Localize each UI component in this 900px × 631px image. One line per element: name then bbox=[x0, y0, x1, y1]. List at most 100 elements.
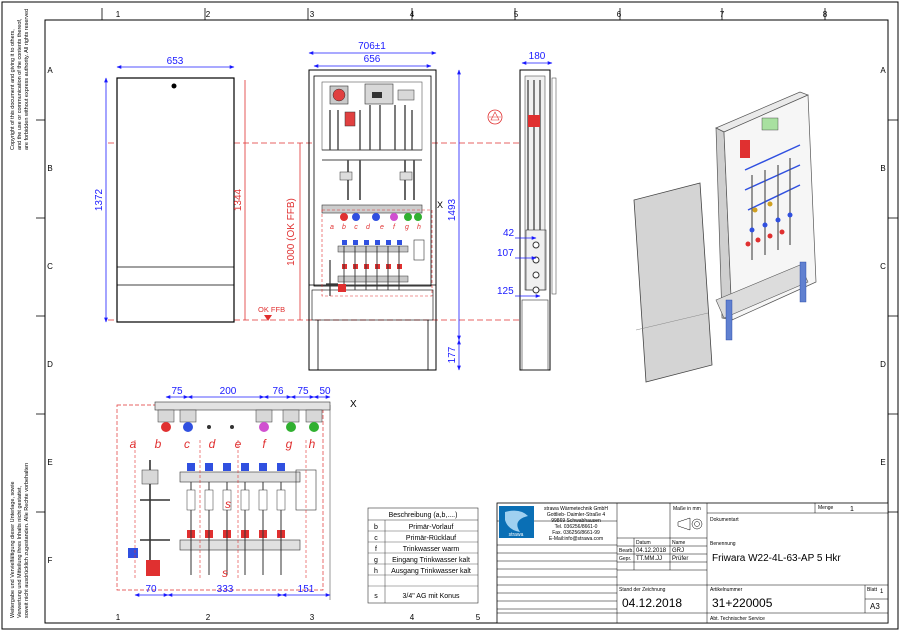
dim-detail-333: 333 bbox=[217, 584, 234, 595]
small-letter-d: d bbox=[366, 224, 371, 231]
detail-valve-h bbox=[305, 409, 323, 432]
datum-label: Datum bbox=[636, 540, 651, 546]
side-note-bottom-line-3: soweit nicht ausdrücklich zugestanden. A… bbox=[24, 463, 30, 618]
row-labels-right: A B C D E bbox=[880, 66, 886, 467]
small-letter-f: f bbox=[393, 224, 396, 231]
col-label-5: 5 bbox=[514, 10, 519, 19]
row-label-right-A: A bbox=[880, 66, 886, 75]
col-label-7: 7 bbox=[720, 10, 725, 19]
legend-key-h: h bbox=[374, 568, 378, 575]
dim-total-height: 1493 bbox=[447, 198, 458, 221]
dim-ffb-height: 1000 (OK FFB) bbox=[286, 198, 297, 266]
side-note-bottom-line-2: Verwertung und Mitteilung ihres Inhalts … bbox=[17, 485, 23, 618]
stand-value: 04.12.2018 bbox=[622, 596, 682, 610]
grid-ticks bbox=[36, 8, 898, 513]
legend-table: Beschreibung (a,b,....) b Primär-Vorlauf… bbox=[367, 507, 479, 604]
small-letter-a: a bbox=[330, 224, 334, 231]
col-label-4: 4 bbox=[410, 10, 415, 19]
side-note-top-line-2: and the use or communication of the cont… bbox=[17, 18, 23, 150]
company-line-2: Gottlieb- Daimler-Straße 4 bbox=[547, 512, 606, 518]
detail-letter-s-2: s bbox=[222, 566, 228, 580]
col-label-bottom-1: 1 bbox=[116, 613, 121, 622]
col-label-bottom-5: 5 bbox=[476, 613, 481, 622]
dim-open-inner-width: 656 bbox=[364, 54, 381, 65]
column-labels: 1 2 3 4 5 6 7 8 bbox=[116, 10, 828, 19]
gepr-label: Gepr. bbox=[619, 556, 631, 562]
legend-title: Beschreibung (a,b,....) bbox=[389, 512, 458, 519]
dim-detail-151: 151 bbox=[298, 584, 315, 595]
menge-label: Menge bbox=[818, 505, 834, 511]
small-letter-c: c bbox=[354, 224, 358, 231]
company-line-3: 99869 Schwabhausen bbox=[551, 518, 601, 524]
bearb-name: GRJ bbox=[672, 548, 684, 554]
stand-label: Stand der Zeichnung bbox=[619, 587, 666, 593]
warning-symbol-icon bbox=[487, 109, 503, 125]
legend-text-h: Ausgang Trinkwasser kalt bbox=[391, 568, 471, 575]
row-label-right-B: B bbox=[880, 164, 885, 173]
artikel-value: 31+220005 bbox=[712, 596, 773, 610]
bearb-label: Bearb. bbox=[619, 548, 634, 554]
small-letter-g: g bbox=[405, 224, 409, 231]
title-block: strawa strawa Wärmetechnik GmbH Gottlieb… bbox=[496, 502, 889, 624]
company-line-4: Tel. 036256/8661-0 bbox=[555, 524, 598, 530]
dim-front-width: 653 bbox=[167, 56, 184, 67]
side-note-top: Copyright of this document and giving it… bbox=[10, 9, 30, 150]
legend-key-b: b bbox=[374, 524, 378, 531]
dim-inner-height: 1344 bbox=[233, 188, 244, 211]
company-line-6: E-Mail:info@strawa.com bbox=[549, 536, 603, 542]
dim-detail-50: 50 bbox=[319, 386, 331, 397]
row-label-right-C: C bbox=[880, 262, 886, 271]
detail-valve-f bbox=[255, 409, 273, 432]
legend-text-c: Primär-Rücklauf bbox=[406, 535, 456, 542]
dim-feet: 177 bbox=[447, 346, 458, 363]
dokumentart-label: Dokumentart bbox=[710, 517, 739, 523]
row-label-right-D: D bbox=[880, 360, 886, 369]
dim-detail-200: 200 bbox=[220, 386, 237, 397]
benennung-label: Benennung bbox=[710, 541, 736, 547]
open-cabinet-view bbox=[308, 69, 437, 371]
detail-letter-e: e bbox=[235, 437, 242, 451]
dim-depth: 180 bbox=[529, 51, 546, 62]
dim-107: 107 bbox=[497, 248, 514, 259]
row-label-right-E: E bbox=[880, 458, 885, 467]
legend-text-s: 3/4" AG mit Konus bbox=[403, 593, 460, 600]
col-label-6: 6 bbox=[617, 10, 622, 19]
col-label-bottom-3: 3 bbox=[310, 613, 315, 622]
legend-key-f: f bbox=[375, 546, 377, 553]
legend-key-s: s bbox=[374, 593, 378, 600]
detail-letter-c: c bbox=[184, 437, 190, 451]
dim-detail-75b: 75 bbox=[297, 386, 309, 397]
side-note-top-line-1: Copyright of this document and giving it… bbox=[10, 29, 16, 150]
col-label-2: 2 bbox=[206, 10, 211, 19]
open-view-letters: a b c d e f g h bbox=[330, 224, 421, 231]
artikel-label: Artikelnummer bbox=[710, 587, 743, 593]
row-label-D: D bbox=[47, 360, 53, 369]
small-letter-e: e bbox=[380, 224, 384, 231]
blatt-label: Blatt bbox=[867, 587, 878, 593]
detail-letter-s-1: s bbox=[225, 497, 231, 511]
detail-letter-g: g bbox=[286, 437, 293, 451]
detail-valve-c bbox=[179, 409, 197, 432]
legend-text-b: Primär-Vorlauf bbox=[409, 524, 454, 531]
column-labels-bottom: 1 2 3 4 5 bbox=[116, 613, 481, 622]
row-label-C: C bbox=[47, 262, 53, 271]
detail-valve-b bbox=[157, 409, 175, 432]
detail-letters: a b c d e f g h s s bbox=[130, 437, 316, 580]
strawa-logo-text: strawa bbox=[509, 532, 524, 538]
open-view-x-mark: X bbox=[437, 200, 443, 210]
legend-key-c: c bbox=[374, 535, 378, 542]
small-letter-h: h bbox=[417, 224, 421, 231]
detail-letter-h: h bbox=[309, 437, 316, 451]
side-note-bottom-line-1: Weitergabe und Vervielfältigung dieser U… bbox=[10, 481, 16, 618]
detail-valve-e bbox=[230, 425, 234, 429]
col-label-bottom-4: 4 bbox=[410, 613, 415, 622]
dim-42: 42 bbox=[503, 228, 515, 239]
dim-detail-76: 76 bbox=[272, 386, 284, 397]
dim-front-height: 1372 bbox=[94, 188, 105, 211]
detail-letter-a: a bbox=[130, 437, 137, 451]
detail-letter-f: f bbox=[262, 437, 267, 451]
detail-valve-d bbox=[207, 425, 211, 429]
side-note-top-line-3: are forbidden without express authority.… bbox=[24, 9, 30, 150]
ok-ffb-label: OK FFB bbox=[258, 305, 285, 314]
